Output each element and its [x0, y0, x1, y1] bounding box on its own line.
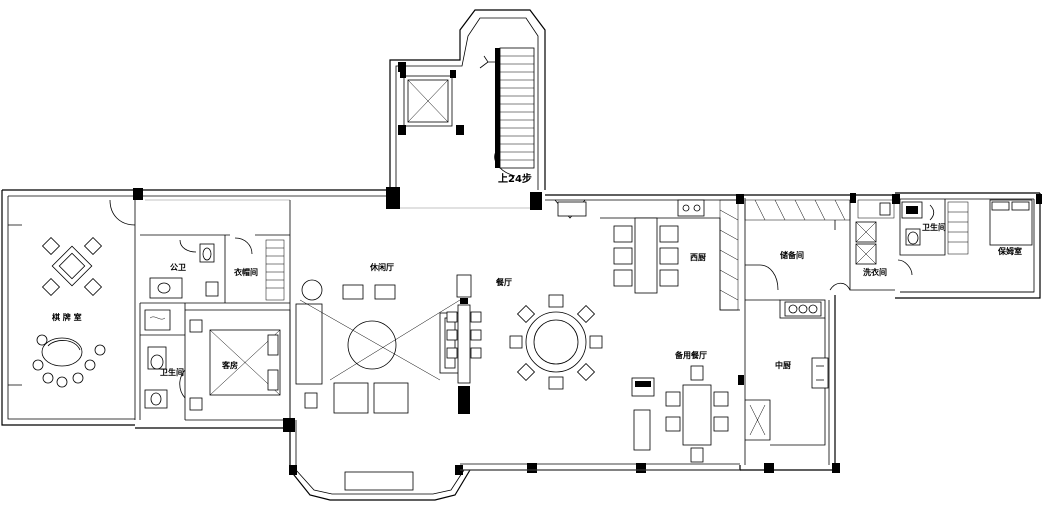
maid-room: 保姆室 [900, 199, 1034, 293]
spare-dining: 备用餐厅 [631, 350, 729, 463]
chess-room-label: 棋 牌 室 [51, 312, 82, 322]
elevator [400, 70, 456, 127]
lounge-label: 休闲厅 [369, 262, 394, 272]
guest-room-label: 客房 [221, 360, 238, 370]
spare-dining-label: 备用餐厅 [674, 350, 707, 360]
maid-room-label: 保姆室 [997, 246, 1022, 256]
chinese-kitchen-label: 中厨 [775, 360, 791, 370]
stair-label: 上24步 [498, 172, 532, 185]
guest-bath: 卫生间 [139, 303, 186, 420]
maid-bath: 卫生间 [897, 199, 946, 276]
dining-label: 餐厅 [495, 277, 512, 287]
chinese-kitchen: 中厨 [745, 299, 829, 446]
chess-room: 棋 牌 室 [8, 199, 136, 420]
laundry-label: 洗衣间 [863, 267, 887, 277]
maid-bath-label: 卫生间 [922, 222, 946, 232]
tea-table-set [32, 334, 106, 388]
western-kitchen: 西厨 [554, 199, 740, 311]
storage-label: 储备间 [779, 250, 804, 260]
lounge: 休闲厅 [299, 262, 461, 414]
staircase [479, 47, 535, 177]
mahjong-table [41, 236, 103, 297]
partitions [145, 199, 740, 471]
public-wc-label: 公卫 [170, 263, 186, 272]
public-wc: 公卫 [140, 234, 290, 304]
exterior-walls [1, 9, 1041, 501]
guest-bath-label: 卫生间 [160, 367, 184, 377]
cloakroom: 衣帽间 [234, 234, 290, 301]
storage: 储备间 [744, 198, 851, 465]
dining: 餐厅 [446, 274, 603, 414]
laundry: 洗衣间 [829, 199, 895, 291]
guest-room: 客房 [185, 303, 323, 421]
western-kitchen-label: 西厨 [690, 252, 706, 262]
columns [133, 62, 1042, 475]
cloakroom-label: 衣帽间 [234, 267, 258, 277]
